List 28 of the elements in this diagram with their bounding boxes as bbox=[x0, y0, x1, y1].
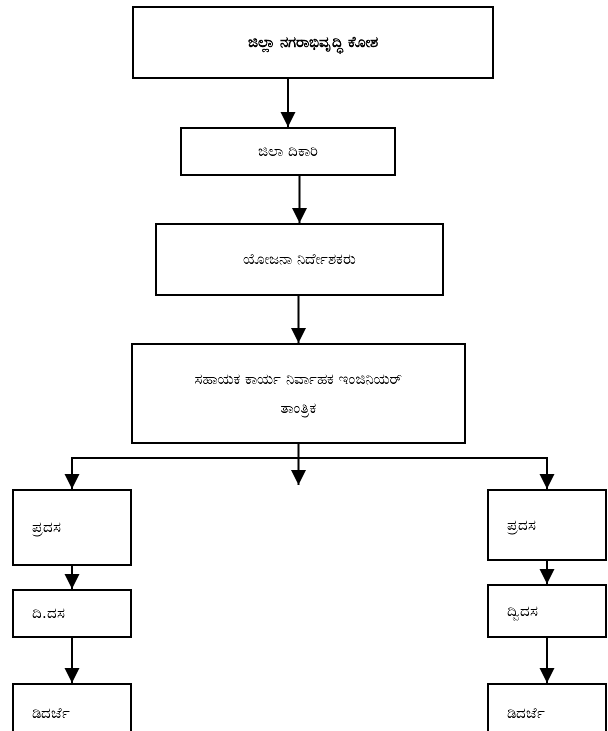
box-label: ಸಹಾಯಕ ಕಾರ್ಯ ನಿರ್ವಾಹಕ ಇಂಜಿನಿಯರ್ ತಾಂತ್ರಿಕ bbox=[193, 369, 404, 420]
org-box bbox=[12, 683, 132, 731]
org-box bbox=[132, 6, 494, 79]
arrow bbox=[540, 561, 554, 584]
org-box bbox=[12, 489, 132, 566]
org-box bbox=[180, 127, 396, 176]
arrow bbox=[540, 638, 554, 683]
arrow bbox=[291, 296, 306, 343]
org-box bbox=[487, 489, 607, 561]
org-box bbox=[487, 683, 607, 731]
box-label: ಡಿದರ್ಜೆ bbox=[507, 702, 545, 724]
arrow bbox=[292, 176, 307, 223]
box-label: ಯೋಜನಾ ನಿರ್ದೇಶಕರು bbox=[243, 249, 356, 270]
arrow bbox=[298, 444, 554, 489]
box-label: ಪ್ರದಸ bbox=[32, 517, 61, 538]
arrow bbox=[280, 79, 296, 127]
org-box bbox=[12, 589, 132, 638]
box-label: ದ್ವಿದಸ bbox=[507, 600, 538, 622]
org-box bbox=[487, 584, 607, 638]
org-box bbox=[131, 343, 466, 444]
arrow bbox=[64, 638, 80, 683]
box-label: ಡಿದರ್ಜೆ bbox=[32, 702, 70, 724]
box-label: ಜಿಲ್ಲಾ ನಗರಾಭಿವೃದ್ಧಿ ಕೋಶ bbox=[248, 28, 378, 57]
box-label: ಜಿಲಾ ದಿಕಾರಿ bbox=[258, 141, 318, 162]
box-label: ಪ್ರದಸ bbox=[507, 514, 536, 536]
org-box bbox=[155, 223, 444, 296]
arrow bbox=[64, 566, 80, 589]
box-label: ದಿ.ದಸ bbox=[32, 603, 65, 624]
